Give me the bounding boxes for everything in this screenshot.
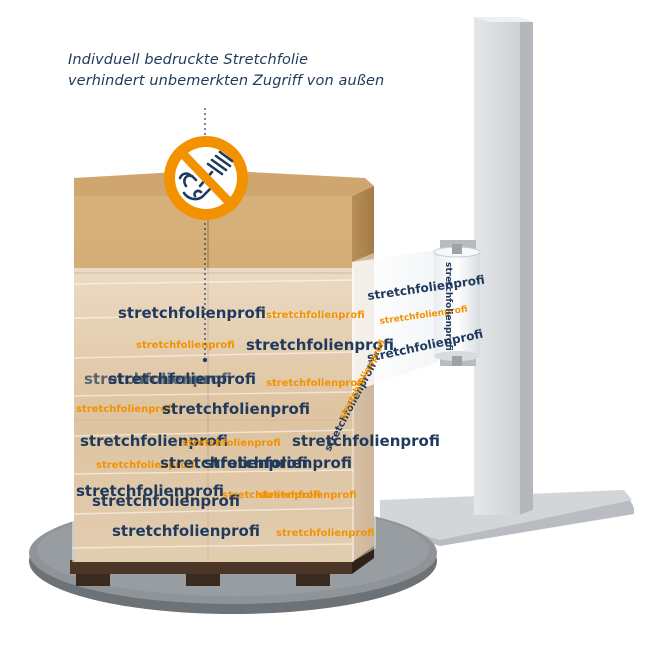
film-print: stretchfolienprofi (292, 432, 440, 450)
film-print: stretchfolienprofi (162, 400, 310, 418)
no-hand-access-icon (164, 136, 248, 220)
caption-line-2: verhindert unbemerkten Zugriff von außen (68, 73, 385, 89)
mast (474, 17, 520, 515)
film-print: stretchfolienprofi (136, 340, 235, 351)
film-streaks (71, 279, 355, 549)
caption-line-1: Indivduell bedruckte Stretchfolie (68, 52, 309, 68)
film-print: stretchfolienprofi (96, 460, 195, 471)
film-print: stretchfolienprofi (246, 336, 394, 354)
film-print: stretchfolienprofi (204, 454, 352, 472)
film-print: stretchfolienprofi (80, 432, 228, 450)
film-print: stretchfolienprofi (92, 492, 240, 510)
film-print: stretchfolienprofi (258, 490, 357, 501)
film-print: stretchfolienprofi (76, 482, 224, 500)
callout-dot (202, 357, 208, 363)
film-print: stretchfolienprofi (118, 304, 266, 322)
roll-print: stretchfolienprofi (443, 262, 453, 351)
film-print: stretchfolienprofi (266, 310, 365, 321)
film-print: stretchfolienprofi (182, 438, 281, 449)
film-print: stretchfolienprofi (266, 378, 365, 389)
film-web (352, 250, 438, 392)
film-print: stretchfolienprofi (84, 370, 232, 388)
film-print: stretchfolienprofi (160, 454, 308, 472)
film-print: stretchfolienprofi (76, 404, 175, 415)
film-print: stretchfolienprofi (108, 370, 256, 388)
mast-side (519, 17, 533, 515)
film-print: stretchfolienprofi (222, 490, 321, 501)
mast-top (474, 17, 533, 22)
film-print: stretchfolienprofi (276, 528, 375, 539)
pallet (70, 546, 374, 586)
caption: Indivduell bedruckte Stretchfolie verhin… (68, 50, 398, 92)
film-print: stretchfolienprofi (112, 522, 260, 540)
film-roll (433, 244, 481, 366)
film-prints: stretchfolienprofi stretchfolienprofi st… (76, 304, 440, 540)
